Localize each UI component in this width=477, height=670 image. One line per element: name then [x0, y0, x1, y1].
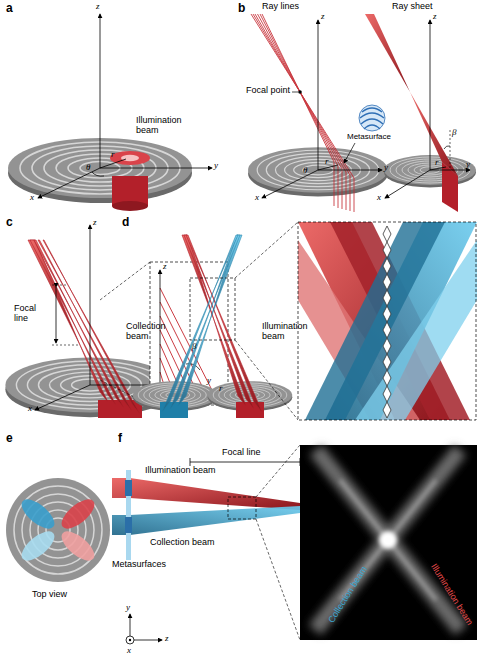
figure-label: Illumination beam	[262, 322, 318, 342]
figure-label: z	[433, 12, 437, 22]
figure-label: Metasurface	[347, 133, 391, 142]
figure-label: z	[93, 218, 97, 228]
panel-letter: c	[6, 216, 13, 229]
figure-label: y	[214, 161, 218, 171]
figure-label: Collection beam	[150, 538, 215, 548]
figure-label: r	[325, 157, 329, 167]
figure-label: z	[96, 2, 100, 12]
figure-label: Illumination beam	[428, 562, 474, 627]
figure-label: r	[111, 150, 115, 160]
panel-f	[112, 445, 477, 644]
figure-label: β	[192, 342, 196, 352]
figure-label: x	[127, 646, 131, 656]
figure-label: r	[219, 384, 223, 394]
figure-label: Metasurfaces	[112, 560, 166, 570]
figure-label: x	[30, 193, 34, 203]
panel-a	[8, 14, 212, 211]
figure-label: Focal line	[222, 448, 261, 458]
figure-label: Top view	[32, 590, 67, 600]
panel-d	[133, 222, 477, 420]
figure-label: z	[321, 12, 325, 22]
figure-label: Illumination beam	[145, 466, 216, 476]
figure-label: z	[165, 634, 169, 644]
panel-b-ray-sheet	[365, 14, 476, 212]
figure-label: Focal line	[14, 304, 50, 324]
panel-letter: a	[6, 2, 13, 15]
figure-label: β	[452, 128, 456, 138]
figure-label: Ray lines	[262, 2, 299, 12]
figure-label: y	[384, 163, 388, 173]
figure-label: z	[163, 262, 167, 272]
figure-label: Focal point	[246, 86, 290, 96]
figure-label: x	[255, 193, 259, 203]
panel-letter: e	[6, 432, 13, 445]
panel-e	[6, 478, 110, 582]
figure-label: Illumination beam	[136, 116, 194, 136]
panel-c	[5, 225, 228, 418]
panel-letter: f	[118, 432, 122, 445]
figure-label: x	[28, 404, 32, 414]
figure-label: y	[207, 376, 211, 386]
figure-label: Ray sheet	[392, 2, 433, 12]
figure-label: Collection beam	[327, 565, 370, 625]
figure-label: r	[435, 158, 439, 168]
panel-letter: b	[238, 2, 245, 15]
figure-label: θ	[86, 163, 90, 173]
figure-label: Collection beam	[126, 322, 176, 342]
panel-letter: d	[122, 216, 129, 229]
figure-label: y	[466, 160, 470, 170]
panel-b-ray-lines	[248, 14, 388, 212]
figure-label: θ	[303, 166, 307, 176]
figure-label: x	[377, 193, 381, 203]
figure-label: y	[126, 603, 130, 613]
